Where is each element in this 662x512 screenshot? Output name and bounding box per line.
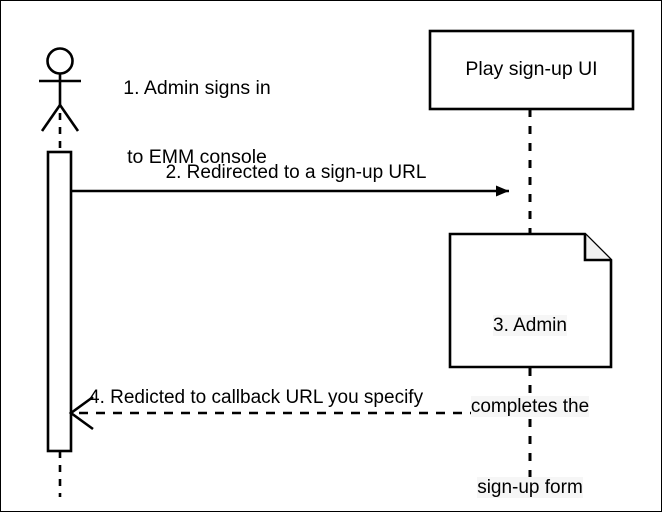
note-3-line-3-text: sign-up form [477,476,583,498]
message-2-label: 2. Redirected to a sign-up URL [165,162,427,183]
actor-right-leg-line [58,104,80,132]
actor-caption-line-2: to EMM console [127,146,267,168]
note-3-line-2: completes the [449,394,611,421]
note-3-line-1-text: 3. Admin [493,314,567,336]
note-3-text: 3. Admin completes the sign-up form [449,259,611,511]
actor-activation-bar [46,150,73,453]
message-4-label: 4. Redicted to callback URL you specify [89,387,424,408]
note-3-line-2-text: completes the [470,395,590,417]
note-3-body [448,232,613,369]
actor-caption-line-1: 1. Admin signs in [123,77,271,99]
actor-stick-figure [39,47,81,132]
participant-label: Play sign-up UI [465,58,598,80]
actor-head-icon [46,47,74,75]
note-3-line-3: sign-up form [449,475,611,502]
note-3-fold-corner-icon [583,234,611,262]
actor-left-leg-line [40,104,62,132]
actor-caption: 1. Admin signs in to EMM console [99,31,295,215]
note-3-line-1: 3. Admin [449,313,611,340]
note-3-shape[interactable] [448,232,613,369]
message-4-open-arrowhead-icon [68,395,94,431]
